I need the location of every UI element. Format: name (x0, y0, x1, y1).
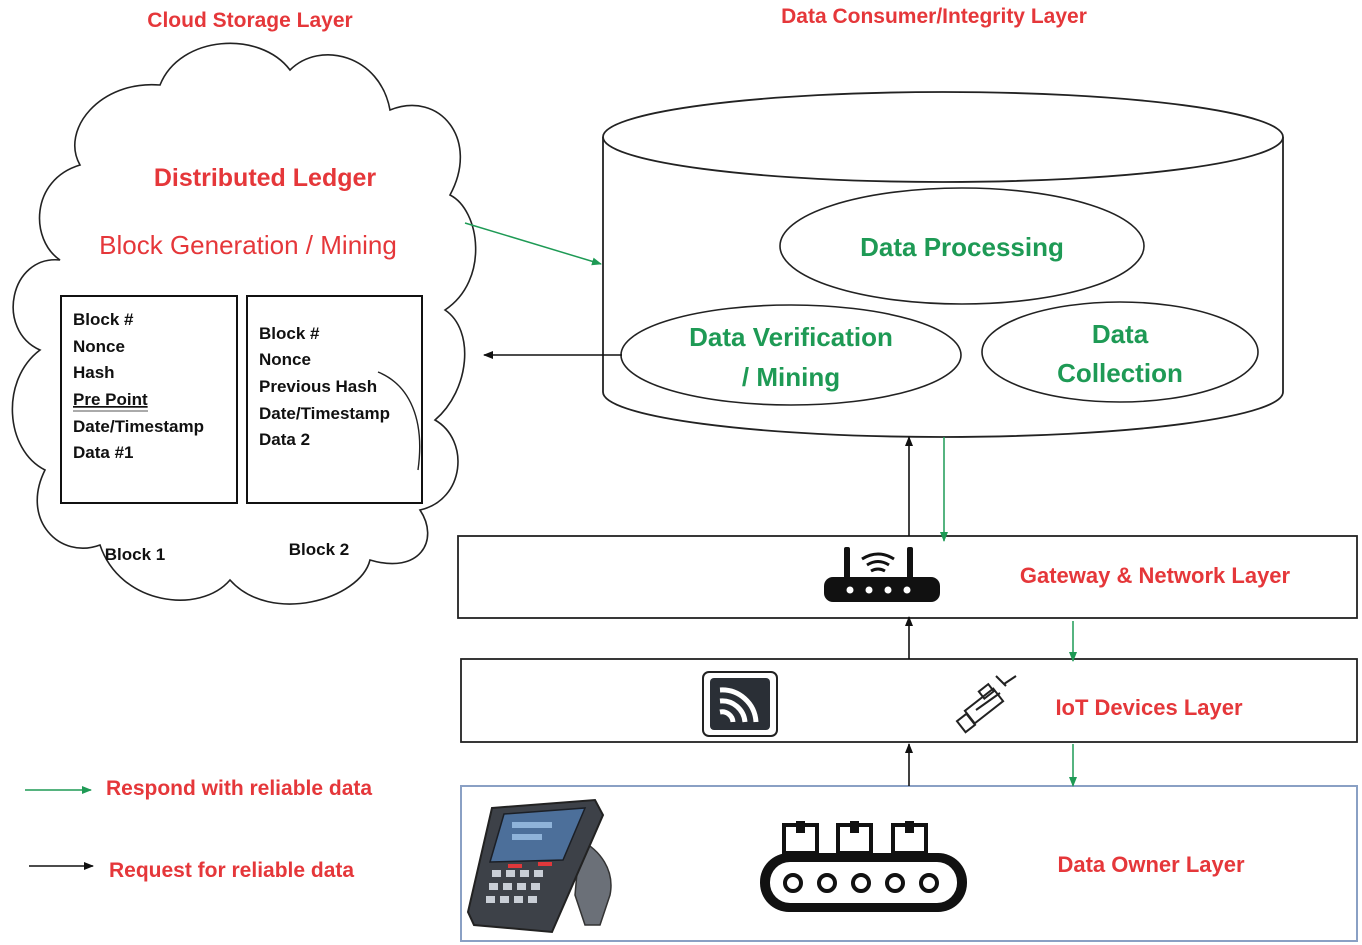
block-1-field: Hash (73, 363, 115, 382)
legend-request-label: Request for reliable data (109, 859, 354, 882)
block-2-field: Previous Hash (259, 377, 377, 396)
iot-layer-label: IoT Devices Layer (1055, 695, 1243, 720)
block-2-field: Data 2 (259, 430, 310, 449)
block-1-field: Date/Timestamp (73, 417, 204, 436)
block-2-caption: Block 2 (289, 540, 349, 559)
legend-respond-label: Respond with reliable data (106, 777, 372, 800)
block-generation-subtitle: Block Generation / Mining (99, 230, 397, 260)
data-owner-layer-label: Data Owner Layer (1057, 852, 1245, 877)
iot-layer-box (460, 658, 1358, 743)
block-1-field: Pre Point (73, 390, 148, 409)
database-cylinder-top (602, 91, 1284, 183)
wifi-router-icon (824, 547, 940, 602)
data-collection-label-2: Collection (1057, 358, 1183, 388)
sensor-icon (955, 675, 1017, 734)
block-2-field: Nonce (259, 350, 311, 369)
distributed-ledger-title: Distributed Ledger (154, 164, 377, 192)
rfid-tag-icon (702, 671, 778, 737)
block-2-field: Block # (259, 324, 320, 343)
data-verification-label-2: / Mining (742, 362, 840, 392)
handheld-scanner-icon (466, 798, 612, 934)
block-1-caption: Block 1 (105, 545, 165, 564)
data-consumer-layer-title: Data Consumer/Integrity Layer (781, 5, 1087, 28)
cloud-edge-overlap (377, 371, 421, 471)
gateway-layer-label: Gateway & Network Layer (1020, 563, 1291, 588)
conveyor-belt-icon (760, 821, 967, 912)
data-verification-label: Data Verification (689, 322, 893, 352)
block-1-box (60, 295, 238, 504)
data-processing-label: Data Processing (860, 232, 1064, 262)
cloud-storage-layer-title: Cloud Storage Layer (147, 9, 352, 32)
data-collection-ellipse (981, 301, 1259, 403)
block-1-field: Block # (73, 310, 134, 329)
block-1-field: Data #1 (73, 443, 133, 462)
block-1-field: Nonce (73, 337, 125, 356)
block-2-box (246, 295, 423, 504)
data-collection-label: Data (1092, 319, 1149, 349)
block-2-field: Date/Timestamp (259, 404, 390, 423)
data-processing-ellipse (779, 187, 1145, 305)
respond-arrow-cloud-to-consumer (464, 222, 602, 266)
